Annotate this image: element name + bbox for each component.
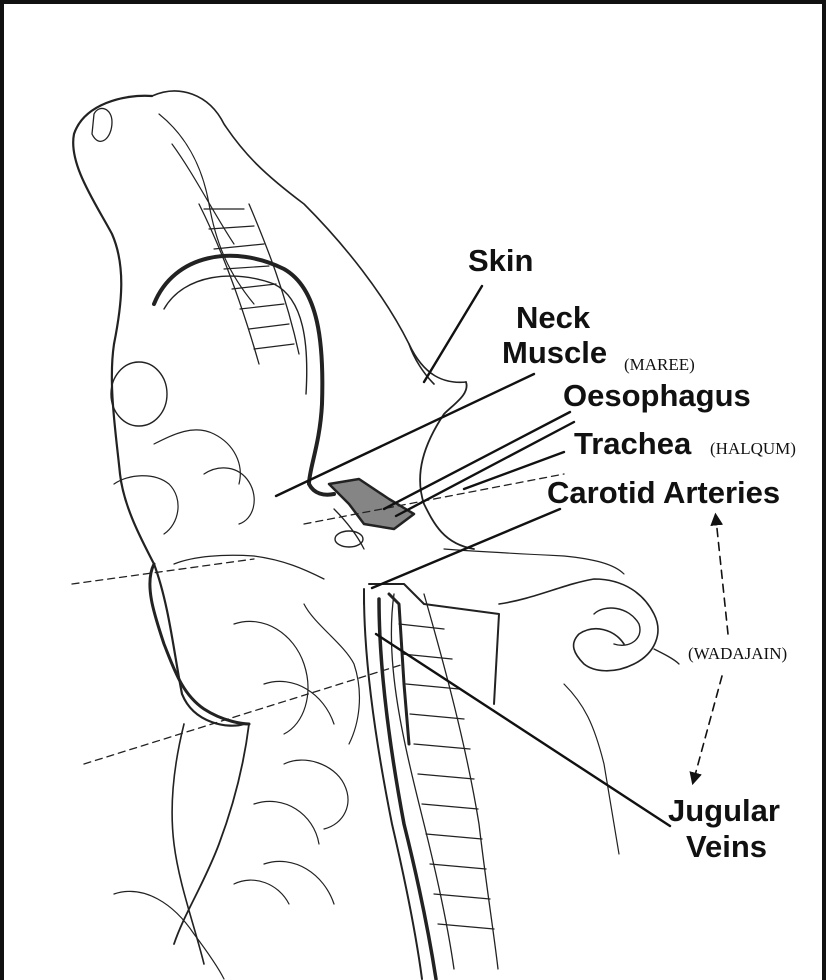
oesophagus-shape bbox=[329, 479, 414, 529]
wadajain-arrow-down bbox=[694, 676, 722, 779]
oesophagus-label: Oesophagus bbox=[563, 380, 751, 411]
cut-plane-lines bbox=[72, 474, 564, 764]
skin-label: Skin bbox=[468, 245, 533, 276]
mandible-outline bbox=[150, 564, 249, 724]
trachea-rings bbox=[391, 594, 498, 969]
skin-leader bbox=[424, 286, 482, 382]
orbit-outline bbox=[111, 362, 167, 426]
wadajain-label: (WADAJAIN) bbox=[688, 645, 787, 662]
hand-outline bbox=[499, 579, 658, 671]
jugular-veins-label-line1: Jugular bbox=[668, 795, 780, 826]
jugular-leader bbox=[376, 634, 670, 826]
nasal-outline bbox=[92, 108, 112, 141]
cervical-spine bbox=[204, 209, 294, 349]
maree-label: (MAREE) bbox=[624, 356, 695, 373]
halqum-label: (HALQUM) bbox=[710, 440, 796, 457]
jugular-veins-label-line2: Veins bbox=[686, 831, 767, 862]
leader-lines bbox=[276, 286, 670, 826]
cervical-vertebrae-lower bbox=[234, 621, 348, 904]
neck-muscle-label-line1: Neck bbox=[516, 302, 590, 333]
carotid-arteries-label: Carotid Arteries bbox=[547, 477, 780, 508]
skull-outline bbox=[152, 91, 466, 382]
neck-muscle-label-line2: Muscle bbox=[502, 337, 607, 368]
wadajain-arrow-up bbox=[716, 519, 728, 634]
trachea-label: Trachea bbox=[574, 428, 691, 459]
